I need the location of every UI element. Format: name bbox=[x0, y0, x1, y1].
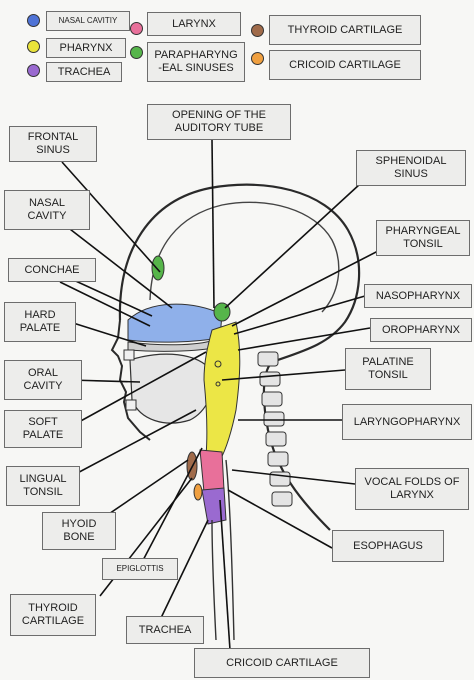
label-frontal-sinus: FRONTAL SINUS bbox=[9, 126, 97, 162]
legend-swatch-nasal-cavity bbox=[27, 14, 40, 27]
leader-lines bbox=[55, 139, 381, 651]
label-nasopharynx: NASOPHARYNX bbox=[364, 284, 472, 308]
label-auditory-tube: OPENING OF THE AUDITORY TUBE bbox=[147, 104, 291, 140]
trachea-region bbox=[201, 487, 227, 525]
legend-cricoid-cartilage: CRICOID CARTILAGE bbox=[269, 50, 421, 80]
legend-nasal-cavity: NASAL CAVITIY bbox=[46, 11, 130, 31]
esophagus-shape bbox=[225, 459, 235, 641]
label-cricoid-cartilage: CRICOID CARTILAGE bbox=[194, 648, 370, 678]
legend-trachea: TRACHEA bbox=[46, 62, 122, 82]
label-vocal-folds: VOCAL FOLDS OF LARYNX bbox=[355, 468, 469, 510]
tongue-shape bbox=[129, 353, 214, 424]
label-laryngopharynx: LARYNGOPHARYNX bbox=[342, 404, 472, 440]
head-outline bbox=[118, 183, 361, 531]
trachea-wall-shape bbox=[211, 519, 217, 641]
legend-swatch-parapharyngeal-sinuses bbox=[130, 46, 143, 59]
label-lingual-tonsil: LINGUAL TONSIL bbox=[6, 466, 80, 506]
label-nasal-cavity: NASAL CAVITY bbox=[4, 190, 90, 230]
face-profile bbox=[110, 319, 151, 441]
label-hyoid-bone: HYOID BONE bbox=[42, 512, 116, 550]
legend-swatch-thyroid-cartilage bbox=[251, 24, 264, 37]
pharynx-region bbox=[203, 321, 241, 461]
nasal-cavity-region bbox=[127, 303, 223, 343]
label-esophagus: ESOPHAGUS bbox=[332, 530, 444, 562]
legend-pharynx: PHARYNX bbox=[46, 38, 126, 58]
skull-inner-outline bbox=[149, 201, 340, 313]
larynx-region bbox=[199, 449, 225, 493]
label-palatine-tonsil: PALATINE TONSIL bbox=[345, 348, 431, 390]
label-pharyngeal-tonsil: PHARYNGEAL TONSIL bbox=[376, 220, 470, 256]
frontal-sinus-shape bbox=[151, 255, 165, 281]
label-oral-cavity: ORAL CAVITY bbox=[4, 360, 82, 400]
label-soft-palate: SOFT PALATE bbox=[4, 410, 82, 448]
label-oropharynx: OROPHARYNX bbox=[370, 318, 472, 342]
legend-swatch-trachea bbox=[27, 64, 40, 77]
label-sphenoidal-sinus: SPHENOIDAL SINUS bbox=[356, 150, 466, 186]
legend-swatch-cricoid-cartilage bbox=[251, 52, 264, 65]
label-trachea: TRACHEA bbox=[126, 616, 204, 644]
vertebrae bbox=[257, 351, 293, 507]
legend-parapharyngeal-sinuses: PARAPHARYNG -EAL SINUSES bbox=[147, 42, 245, 82]
label-hard-palate: HARD PALATE bbox=[4, 302, 76, 342]
legend-thyroid-cartilage: THYROID CARTILAGE bbox=[269, 15, 421, 45]
legend-swatch-larynx bbox=[130, 22, 143, 35]
cricoid-cartilage-shape bbox=[193, 483, 203, 501]
upper-teeth bbox=[123, 349, 135, 361]
label-epiglottis: EPIGLOTTIS bbox=[102, 558, 178, 580]
label-conchae: CONCHAE bbox=[8, 258, 96, 282]
legend-larynx: LARYNX bbox=[147, 12, 241, 36]
legend-swatch-pharynx bbox=[27, 40, 40, 53]
lower-teeth bbox=[125, 399, 137, 411]
label-thyroid-cartilage: THYROID CARTILAGE bbox=[10, 594, 96, 636]
